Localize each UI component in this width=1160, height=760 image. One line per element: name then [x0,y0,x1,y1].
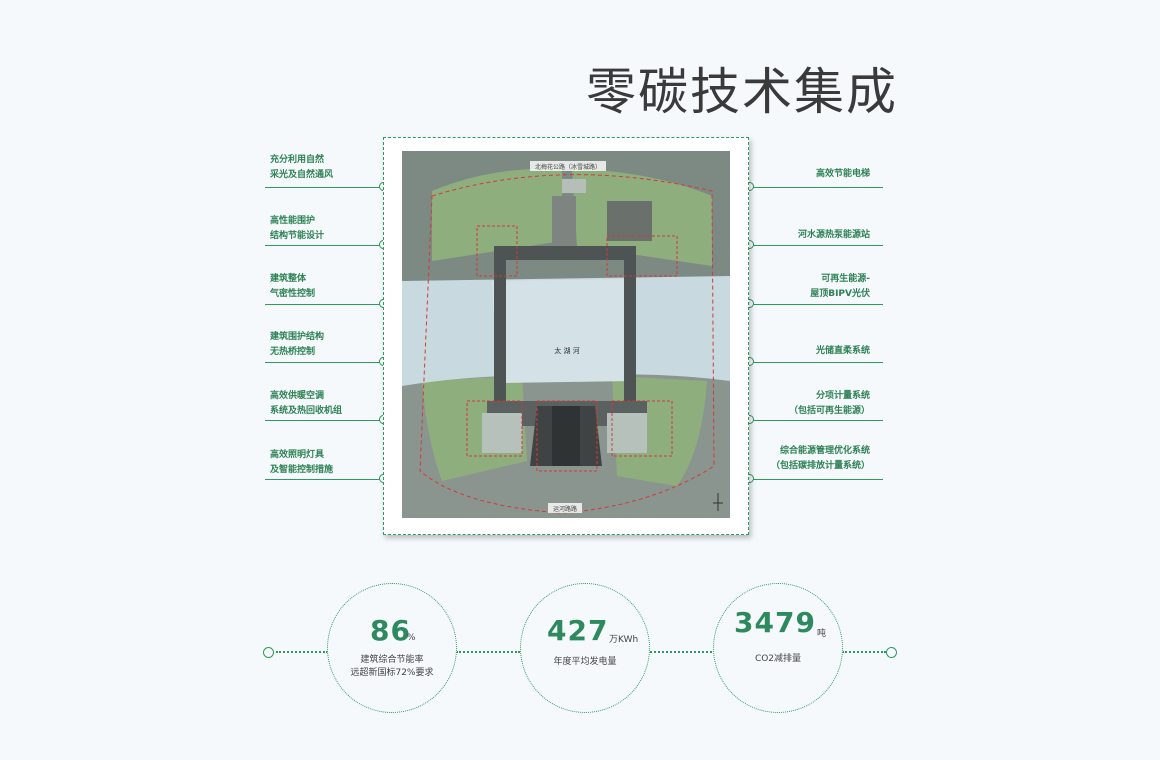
site-plan-frame: 北梅花公路（冰雪城路） 太 湖 河 运河路路 [383,137,749,535]
site-plan-drawing: 北梅花公路（冰雪城路） 太 湖 河 运河路路 [402,151,730,518]
river-label: 太 湖 河 [554,346,579,355]
feature-connector-line [750,187,883,188]
feature-thermal-bridge: 建筑围护结构无热桥控制 [270,332,325,357]
north-road-label: 北梅花公路（冰雪城路） [535,163,601,171]
feature-pedf: 光储直柔系统 [815,346,870,356]
feature-bipv: 可再生能源-屋顶BIPV光伏 [810,274,870,299]
feature-connector-line [265,362,382,363]
feature-connector-line [750,362,883,363]
stat-unit: 万KWh [609,635,639,645]
feature-metering: 分项计量系统（包括可再生能源） [788,391,870,416]
feature-envelope-design: 高性能围护结构节能设计 [270,216,325,241]
stat-co2-reduction: 3479 吨 CO2减排量 [713,583,843,713]
feature-connector-line [265,420,382,421]
feature-heat-pump: 河水源热泵能源站 [797,230,870,240]
stats-connector [842,651,886,653]
stat-value: 3479 [734,606,816,639]
feature-connector-line [265,245,382,246]
stat-value: 86 [370,614,411,647]
feature-connector-line [750,479,883,480]
stats-connector [456,651,520,653]
feature-lighting: 高效照明灯具及智能控制措施 [270,450,334,475]
stat-description: 年度平均发电量 [553,657,617,667]
stat-value: 427 [547,614,609,647]
feature-connector-line [750,304,883,305]
feature-connector-line [265,304,382,305]
feature-connector-line [750,420,883,421]
stats-line-start-ring [263,647,274,658]
feature-natural-light: 充分利用自然采光及自然通风 [270,155,334,180]
feature-elevator: 高效节能电梯 [815,169,870,179]
stats-connector [650,651,712,653]
feature-connector-line [750,245,883,246]
south-road-label: 运河路路 [553,505,577,513]
feature-connector-line [265,479,382,480]
feature-connector-line [265,187,382,188]
stats-connector [276,651,328,653]
stat-description: CO2减排量 [754,654,802,664]
site-plan-image: 北梅花公路（冰雪城路） 太 湖 河 运河路路 [402,151,730,518]
stat-energy-saving: 86 % 建筑综合节能率远超新国标72%要求 [327,583,457,713]
stats-line-end-ring [886,647,897,658]
stat-unit: 吨 [817,629,827,639]
stat-description: 建筑综合节能率远超新国标72%要求 [350,655,434,678]
feature-airtightness: 建筑整体气密性控制 [270,274,316,299]
page-title: 零碳技术集成 [586,63,898,121]
feature-energy-management: 综合能源管理优化系统（包括碳排放计量系统） [770,446,870,471]
stat-power-generation: 427 万KWh 年度平均发电量 [520,583,650,713]
feature-hvac: 高效供暖空调系统及热回收机组 [270,391,343,416]
stat-unit: % [407,633,416,643]
